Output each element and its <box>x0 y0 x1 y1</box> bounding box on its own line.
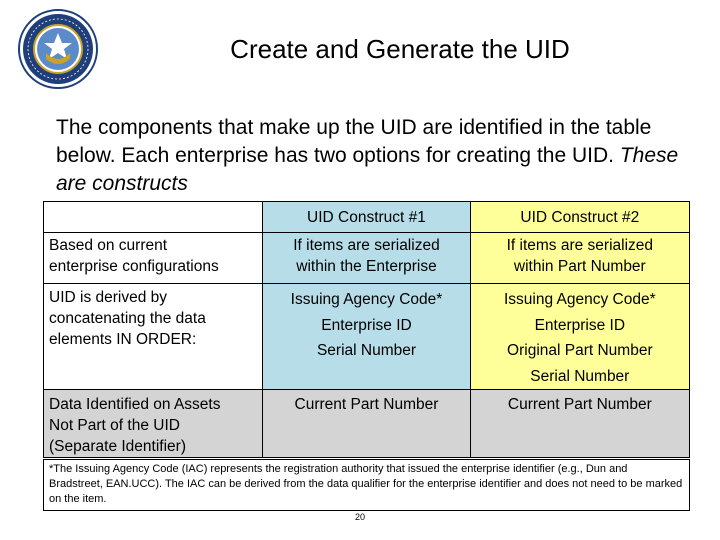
intro-italic-text: These are constructs <box>56 144 679 195</box>
header-construct-2: UID Construct #2 <box>469 201 691 233</box>
table-row: UID is derived by concatenating the data… <box>42 283 691 390</box>
construct-2-line: Current Part Number <box>507 396 652 413</box>
construct-2-line: Original Part Number <box>507 342 653 359</box>
intro-paragraph: The components that make up the UID are … <box>56 114 696 198</box>
table-row: Data Identified on Assets Not Part of th… <box>42 389 691 458</box>
construct-2-line: Issuing Agency Code* <box>503 291 656 308</box>
construct-2-line: within Part Number <box>513 258 646 275</box>
row-label-line: Data Identified on Assets <box>49 396 221 413</box>
page-number: 20 <box>354 512 365 522</box>
dod-seal-logo <box>18 9 98 89</box>
construct-2-cell: Issuing Agency Code* Enterprise ID Origi… <box>469 283 691 390</box>
construct-2-cell: If items are serialized within Part Numb… <box>469 232 691 284</box>
construct-1-cell: If items are serialized within the Enter… <box>262 232 471 284</box>
construct-1-line: Serial Number <box>316 342 417 359</box>
uid-construct-table: UID Construct #1 UID Construct #2 Based … <box>42 201 691 458</box>
intro-text: The components that make up the UID are … <box>56 116 652 167</box>
construct-1-line: Issuing Agency Code* <box>290 291 443 308</box>
header-construct-1: UID Construct #1 <box>262 201 471 233</box>
table-row: Based on current enterprise configuratio… <box>42 232 691 284</box>
construct-1-line: Current Part Number <box>294 396 439 413</box>
slide-title: Create and Generate the UID <box>230 34 570 64</box>
construct-1-cell: Current Part Number <box>262 389 471 458</box>
row-label-line: Not Part of the UID <box>49 417 180 434</box>
row-label: UID is derived by concatenating the data… <box>42 283 264 390</box>
row-label-line: UID is derived by <box>49 289 168 306</box>
header-blank-cell <box>42 201 264 233</box>
construct-1-line: Enterprise ID <box>321 316 412 334</box>
row-label: Based on current enterprise configuratio… <box>42 232 264 284</box>
construct-2-line: Serial Number <box>530 367 630 385</box>
row-label: Data Identified on Assets Not Part of th… <box>42 389 264 458</box>
row-label-line: Based on current <box>49 237 168 254</box>
row-label-line: concatenating the data <box>49 310 206 327</box>
construct-2-line: If items are serialized <box>506 237 654 254</box>
construct-1-cell: Issuing Agency Code* Enterprise ID Seria… <box>262 283 471 390</box>
construct-1-line: If items are serialized <box>293 237 440 254</box>
footnote: *The Issuing Agency Code (IAC) represent… <box>43 459 690 511</box>
table-header-row: UID Construct #1 UID Construct #2 <box>42 201 691 233</box>
construct-1-line: within the Enterprise <box>296 258 437 275</box>
construct-2-cell: Current Part Number <box>469 389 691 458</box>
construct-2-line: Enterprise ID <box>534 316 626 334</box>
row-label-line: elements IN ORDER: <box>49 331 197 348</box>
row-label-line: (Separate Identifier) <box>49 438 186 455</box>
row-label-line: enterprise configurations <box>49 258 219 275</box>
